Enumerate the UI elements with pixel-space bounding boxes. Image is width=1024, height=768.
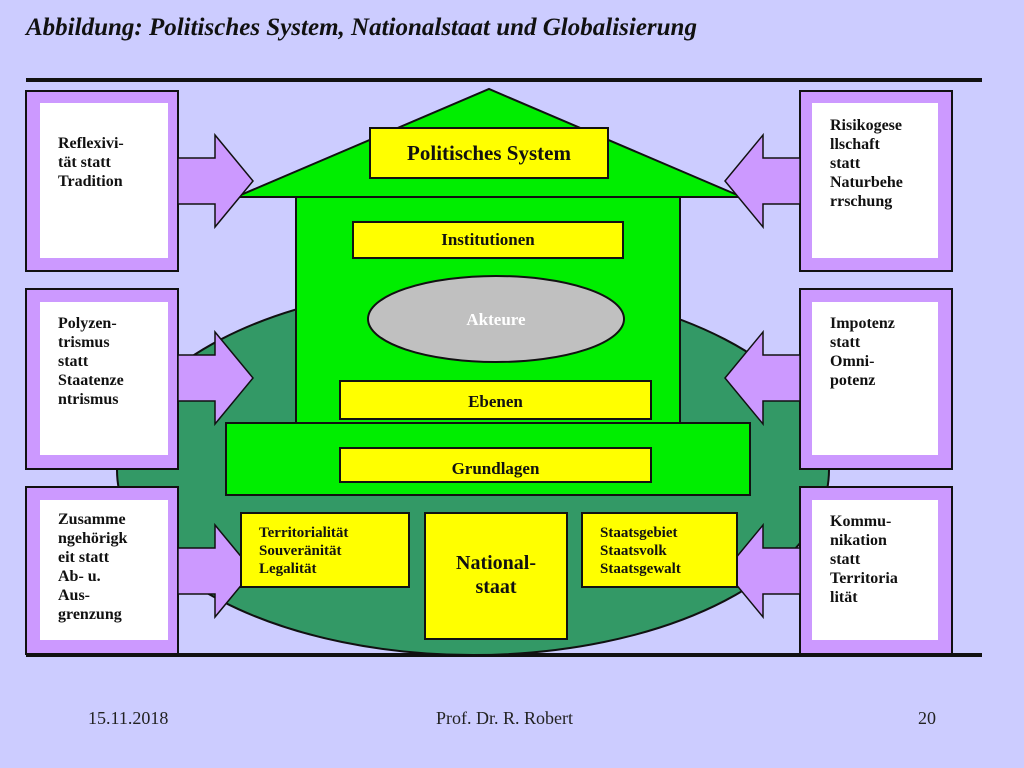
- akteure-label: Akteure: [466, 310, 526, 329]
- top-divider: [26, 78, 982, 82]
- ebenen-box: [339, 380, 652, 420]
- roof-label-box: [369, 127, 609, 179]
- left-box-3: [25, 486, 179, 655]
- nationalstaat-label: National- staat: [456, 552, 536, 598]
- left-box-2-text: Polyzen- trismus statt Staatenze ntrismu…: [58, 315, 124, 408]
- institutionen-label: Institutionen: [441, 230, 535, 249]
- footer-author: Prof. Dr. R. Robert: [436, 708, 573, 728]
- institutionen-box: [352, 221, 624, 259]
- right-arrow-2: [724, 329, 801, 427]
- left-pillar-label: Territorialität Souveränität Legalität: [259, 525, 349, 577]
- grundlagen-box: [339, 447, 652, 483]
- left-pillar-box: [240, 512, 410, 588]
- right-box-2: [799, 288, 953, 470]
- right-box-3-text: Kommu- nikation statt Territoria lität: [830, 513, 898, 606]
- right-box-1-text: Risikogese llschaft statt Naturbehe rrsc…: [830, 117, 903, 210]
- left-arrow-2: [177, 329, 254, 427]
- left-box-1: [25, 90, 179, 272]
- grundlagen-label: Grundlagen: [451, 459, 540, 478]
- left-arrow-3: [177, 522, 254, 620]
- left-box-1-text: Reflexivi- tät statt Tradition: [58, 135, 124, 190]
- slide-title: Abbildung: Politisches System, Nationals…: [26, 14, 697, 41]
- left-box-3-text: Zusamme ngehörigk eit statt Ab- u. Aus- …: [58, 511, 128, 623]
- ebenen-label: Ebenen: [468, 392, 523, 411]
- left-box-2: [25, 288, 179, 470]
- right-arrow-1: [724, 132, 801, 230]
- footer-page-number: 20: [918, 708, 936, 728]
- roof-label: Politisches System: [407, 140, 571, 165]
- right-box-3: [799, 486, 953, 655]
- right-pillar-label: Staatsgebiet Staatsvolk Staatsgewalt: [600, 525, 681, 577]
- right-box-1: [799, 90, 953, 272]
- left-arrow-1: [177, 132, 254, 230]
- right-arrow-3: [724, 522, 801, 620]
- footer-date: 15.11.2018: [88, 708, 169, 728]
- akteure-ellipse: [367, 275, 625, 363]
- right-pillar-box: [581, 512, 738, 588]
- nationalstaat-box: [424, 512, 568, 640]
- right-box-2-text: Impotenz statt Omni- potenz: [830, 315, 895, 389]
